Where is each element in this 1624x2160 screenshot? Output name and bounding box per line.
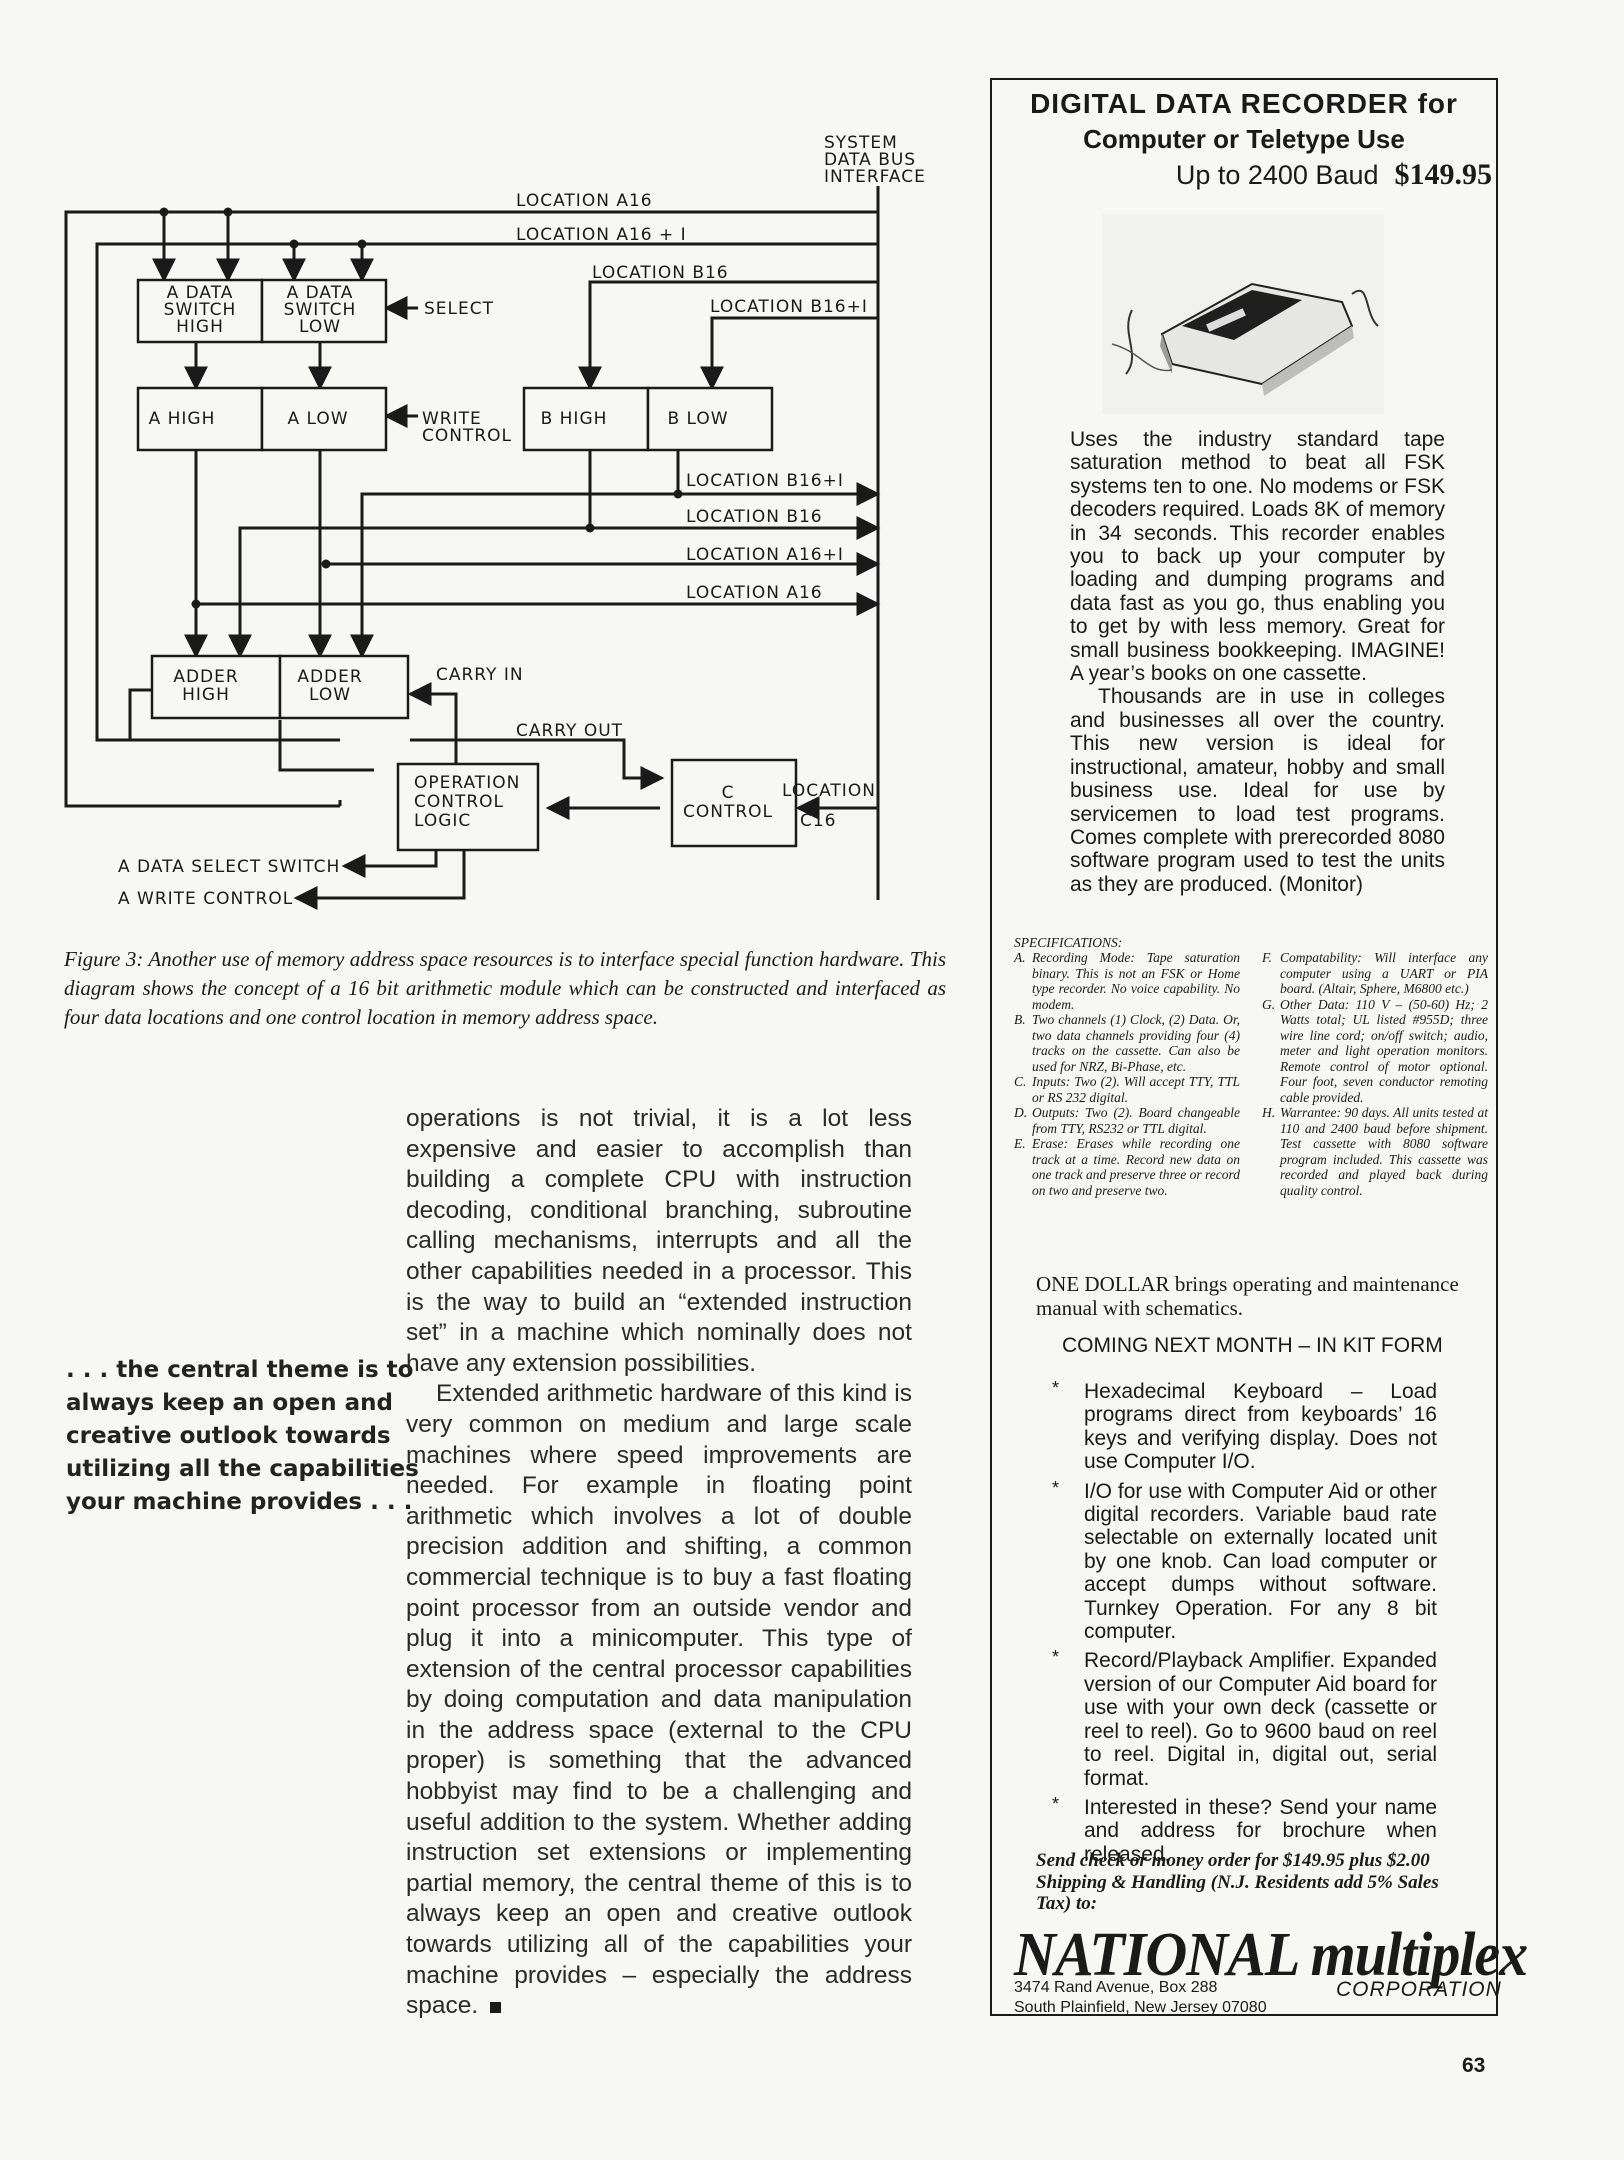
- pull-quote-line: utilizing all the capabilities: [66, 1456, 419, 1482]
- ad-title: DIGITAL DATA RECORDER for: [1030, 88, 1458, 119]
- ad-baud: Up to 2400 Baud: [1175, 160, 1379, 190]
- box-label: A HIGH: [149, 409, 216, 429]
- pull-quote-line: . . . the central theme is to: [66, 1357, 414, 1383]
- ad-description: Uses the industry standard tape saturati…: [1070, 428, 1445, 896]
- label-write-control: CONTROL: [422, 426, 512, 446]
- box-label: LOW: [309, 685, 351, 705]
- address-line: 3474 Rand Avenue, Box 288: [1014, 1979, 1218, 1996]
- article-paragraph-text: Extended arithmetic hardware of this kin…: [406, 1380, 912, 2020]
- pull-quote-line: creative outlook towards: [66, 1423, 391, 1449]
- article-paragraph: Extended arithmetic hardware of this kin…: [406, 1379, 912, 2021]
- label-carry-out: CARRY OUT: [516, 721, 623, 741]
- box-b-high: [522, 386, 650, 452]
- box-label: CONTROL: [683, 802, 773, 822]
- specifications-heading: SPECIFICATIONS:: [1014, 935, 1123, 950]
- ad-desc-paragraph: Thousands are in use in colleges and bus…: [1070, 685, 1445, 896]
- label-carry-in: CARRY IN: [436, 665, 524, 685]
- box-label: ADDER: [297, 667, 362, 687]
- label-location-c16: C16: [800, 811, 837, 831]
- spec-column-right: F.Compatability: Will interface any comp…: [1262, 950, 1488, 1198]
- coming-next-month: COMING NEXT MONTH – IN KIT FORM: [1062, 1334, 1443, 1357]
- manual-offer: ONE DOLLAR brings operating and maintena…: [1036, 1272, 1459, 1320]
- box-label: B LOW: [667, 409, 728, 429]
- box-label: OPERATION: [414, 773, 520, 793]
- corporation-label: CORPORATION: [1336, 1978, 1502, 2001]
- kit-item: *I/O for use with Computer Aid or other …: [1052, 1477, 1437, 1644]
- end-mark: [490, 2002, 502, 2014]
- box-a-high: [136, 386, 264, 452]
- box-adder-high: [150, 654, 282, 720]
- box-label: SWITCH: [164, 300, 237, 320]
- kit-list: *Hexadecimal Keyboard – Load programs di…: [1052, 1378, 1437, 1872]
- spec-item: A.Recording Mode: Tape saturation binary…: [1014, 950, 1240, 1012]
- spec-item: D.Outputs: Two (2). Board changeable fro…: [1014, 1105, 1240, 1136]
- label-location-a16: LOCATION A16: [516, 191, 653, 211]
- label-system-data-bus: INTERFACE: [824, 167, 926, 187]
- box-operation-control-logic: [396, 762, 540, 852]
- box-adder-low: [278, 654, 410, 720]
- figure-caption: Figure 3: Another use of memory address …: [64, 947, 946, 1029]
- box-label: ADDER: [173, 667, 238, 687]
- spec-item: F.Compatability: Will interface any comp…: [1262, 950, 1488, 996]
- label-location-b16-1: LOCATION B16+I: [710, 297, 868, 317]
- box-b-low: [646, 386, 774, 452]
- spec-column-left: A.Recording Mode: Tape saturation binary…: [1014, 950, 1240, 1198]
- brand-logo: NATIONAL multiplex: [1014, 1919, 1528, 1990]
- label-out-location-b16: LOCATION B16: [686, 507, 823, 527]
- box-label: LOGIC: [414, 811, 471, 831]
- page-number: 63: [1462, 2054, 1486, 2077]
- spec-item: H.Warrantee: 90 days. All units tested a…: [1262, 1105, 1488, 1198]
- ad-desc-paragraph: Uses the industry standard tape saturati…: [1070, 428, 1445, 686]
- box-label: HIGH: [176, 317, 224, 337]
- label-location-c16: LOCATION: [782, 781, 876, 801]
- box-label: LOW: [299, 317, 341, 337]
- article-paragraph: operations is not trivial, it is a lot l…: [406, 1105, 912, 1377]
- spec-item: B.Two channels (1) Clock, (2) Data. Or, …: [1014, 1012, 1240, 1074]
- spec-item: E.Erase: Erases while recording one trac…: [1014, 1136, 1240, 1198]
- box-label: A DATA: [167, 283, 234, 303]
- pull-quote: . . . the central theme is to always kee…: [66, 1354, 419, 1519]
- ad-baud-price: Up to 2400 Baud $149.95: [1072, 158, 1492, 192]
- label-out-location-a16: LOCATION A16: [686, 583, 823, 603]
- label-a-data-select-switch: A DATA SELECT SWITCH: [118, 857, 340, 877]
- company-address: 3474 Rand Avenue, Box 288 South Plainfie…: [1014, 1978, 1267, 2018]
- label-location-a16-1: LOCATION A16 + I: [516, 225, 687, 245]
- label-system-data-bus: SYSTEM: [824, 133, 898, 153]
- box-c-control: [670, 758, 798, 848]
- box-label: HIGH: [182, 685, 230, 705]
- box-label: B HIGH: [541, 409, 608, 429]
- pull-quote-line: your machine provides . . .: [66, 1489, 413, 1515]
- label-select: SELECT: [424, 299, 494, 319]
- kit-item: *Hexadecimal Keyboard – Load programs di…: [1052, 1378, 1437, 1474]
- label-a-write-control: A WRITE CONTROL: [118, 889, 293, 909]
- box-label: A LOW: [287, 409, 348, 429]
- box-label: SWITCH: [284, 300, 357, 320]
- label-system-data-bus: DATA BUS: [824, 150, 916, 170]
- ad-price: $149.95: [1394, 158, 1493, 191]
- label-out-location-a16-1: LOCATION A16+I: [686, 545, 844, 565]
- wire-location-b16: [578, 280, 878, 391]
- ad-subtitle: Computer or Teletype Use: [1083, 124, 1405, 154]
- box-label: C: [722, 783, 735, 803]
- address-line: South Plainfield, New Jersey 07080: [1014, 1999, 1267, 2016]
- box-a-low: [260, 386, 388, 452]
- pull-quote-line: always keep an open and: [66, 1390, 394, 1416]
- kit-item: *Interested in these? Send your name and…: [1052, 1793, 1437, 1866]
- recorder-photo: [1102, 214, 1384, 414]
- label-write-control: WRITE: [422, 409, 482, 429]
- advertisement: DIGITAL DATA RECORDER for Computer or Te…: [990, 78, 1528, 2018]
- label-out-location-b16-1: LOCATION B16+I: [686, 471, 844, 491]
- article-body: operations is not trivial, it is a lot l…: [406, 1104, 912, 2022]
- box-a-data-switch-high: [136, 278, 264, 344]
- box-a-data-switch-low: [260, 278, 388, 344]
- wire-location-b16-1: [700, 316, 878, 391]
- box-label: CONTROL: [414, 792, 504, 812]
- order-instructions: Send check or money order for $149.95 pl…: [1036, 1850, 1439, 1914]
- spec-item: C.Inputs: Two (2). Will accept TTY, TTL …: [1014, 1074, 1240, 1105]
- kit-item: *Record/Playback Amplifier. Expanded ver…: [1052, 1647, 1437, 1790]
- label-location-b16: LOCATION B16: [592, 263, 729, 283]
- box-label: A DATA: [287, 283, 354, 303]
- spec-item: G.Other Data: 110 V – (50-60) Hz; 2 Watt…: [1262, 996, 1488, 1105]
